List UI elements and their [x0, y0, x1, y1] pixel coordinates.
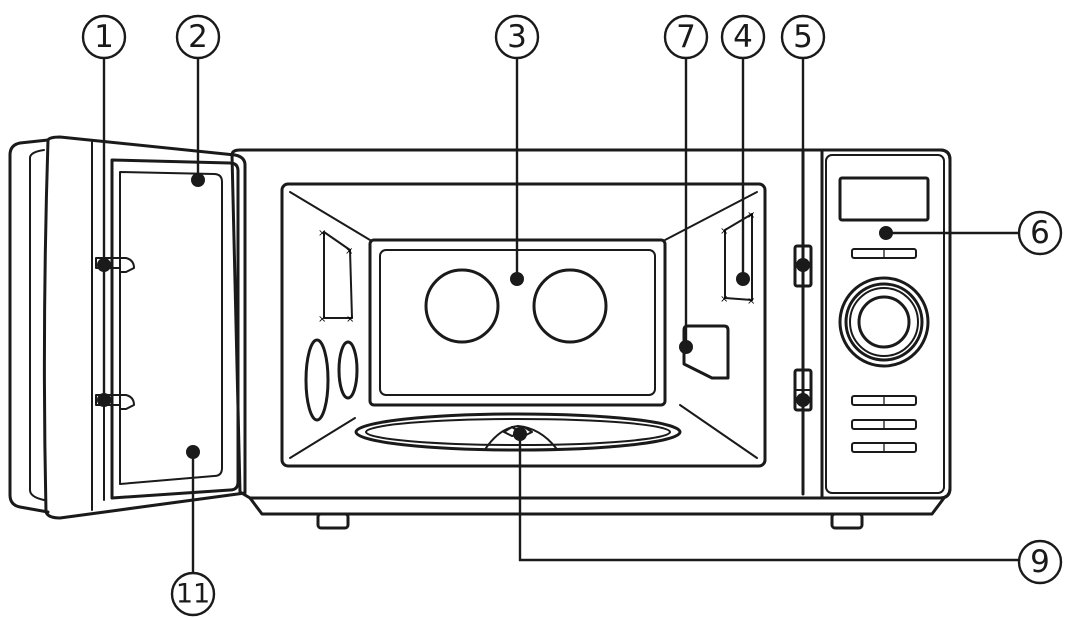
side-oval-large: [304, 338, 330, 422]
grill-element-left: [424, 268, 500, 344]
svg-text:×: ×: [747, 296, 755, 307]
svg-text:×: ×: [720, 294, 728, 305]
callout-2-label: 2: [188, 19, 208, 55]
svg-text:×: ×: [345, 246, 353, 257]
oven-cavity: × × × × × × × ×: [280, 182, 767, 468]
callout-5: 5: [780, 14, 826, 60]
left-wall-bracket: × × × ×: [318, 228, 354, 325]
turntable: [354, 412, 682, 452]
door-hook-upper: [95, 257, 135, 273]
callout-11-label: 11: [176, 579, 210, 610]
callout-6: 6: [1017, 210, 1063, 256]
callout-2: 2: [175, 14, 221, 60]
leader-lines: [97, 58, 1020, 572]
waveguide-cover: [682, 324, 730, 380]
callout-5-label: 5: [793, 19, 813, 55]
left-foot: [316, 512, 350, 530]
callout-1-label: 1: [94, 19, 114, 55]
callout-4-label: 4: [733, 19, 753, 55]
control-dial-ring: [844, 282, 924, 362]
callout-4: 4: [720, 14, 766, 60]
svg-text:×: ×: [747, 210, 755, 221]
display-window: [838, 176, 930, 222]
control-dial-knob: [857, 295, 911, 349]
door-hook-lower: [95, 394, 135, 410]
svg-text:×: ×: [720, 226, 728, 237]
callout-11: 11: [170, 571, 216, 617]
svg-text:×: ×: [346, 314, 354, 325]
callout-9-label: 9: [1030, 544, 1050, 580]
svg-text:×: ×: [318, 228, 326, 239]
grill-element-right: [532, 268, 608, 344]
door-hooks: [95, 149, 135, 501]
callout-9: 9: [1017, 539, 1063, 585]
callout-7: 7: [663, 14, 709, 60]
control-panel: [820, 148, 952, 500]
callout-3: 3: [494, 14, 540, 60]
callout-1: 1: [81, 14, 127, 60]
svg-text:×: ×: [318, 314, 326, 325]
callout-7-label: 7: [676, 19, 696, 55]
callout-6-label: 6: [1030, 215, 1050, 251]
door-window: [119, 171, 223, 485]
right-wall-bracket: × × × ×: [720, 210, 755, 307]
microwave-door: [8, 135, 247, 520]
callout-3-label: 3: [507, 19, 527, 55]
right-foot: [830, 512, 864, 530]
control-dial-outer: [838, 276, 930, 368]
side-oval-small: [337, 340, 359, 400]
